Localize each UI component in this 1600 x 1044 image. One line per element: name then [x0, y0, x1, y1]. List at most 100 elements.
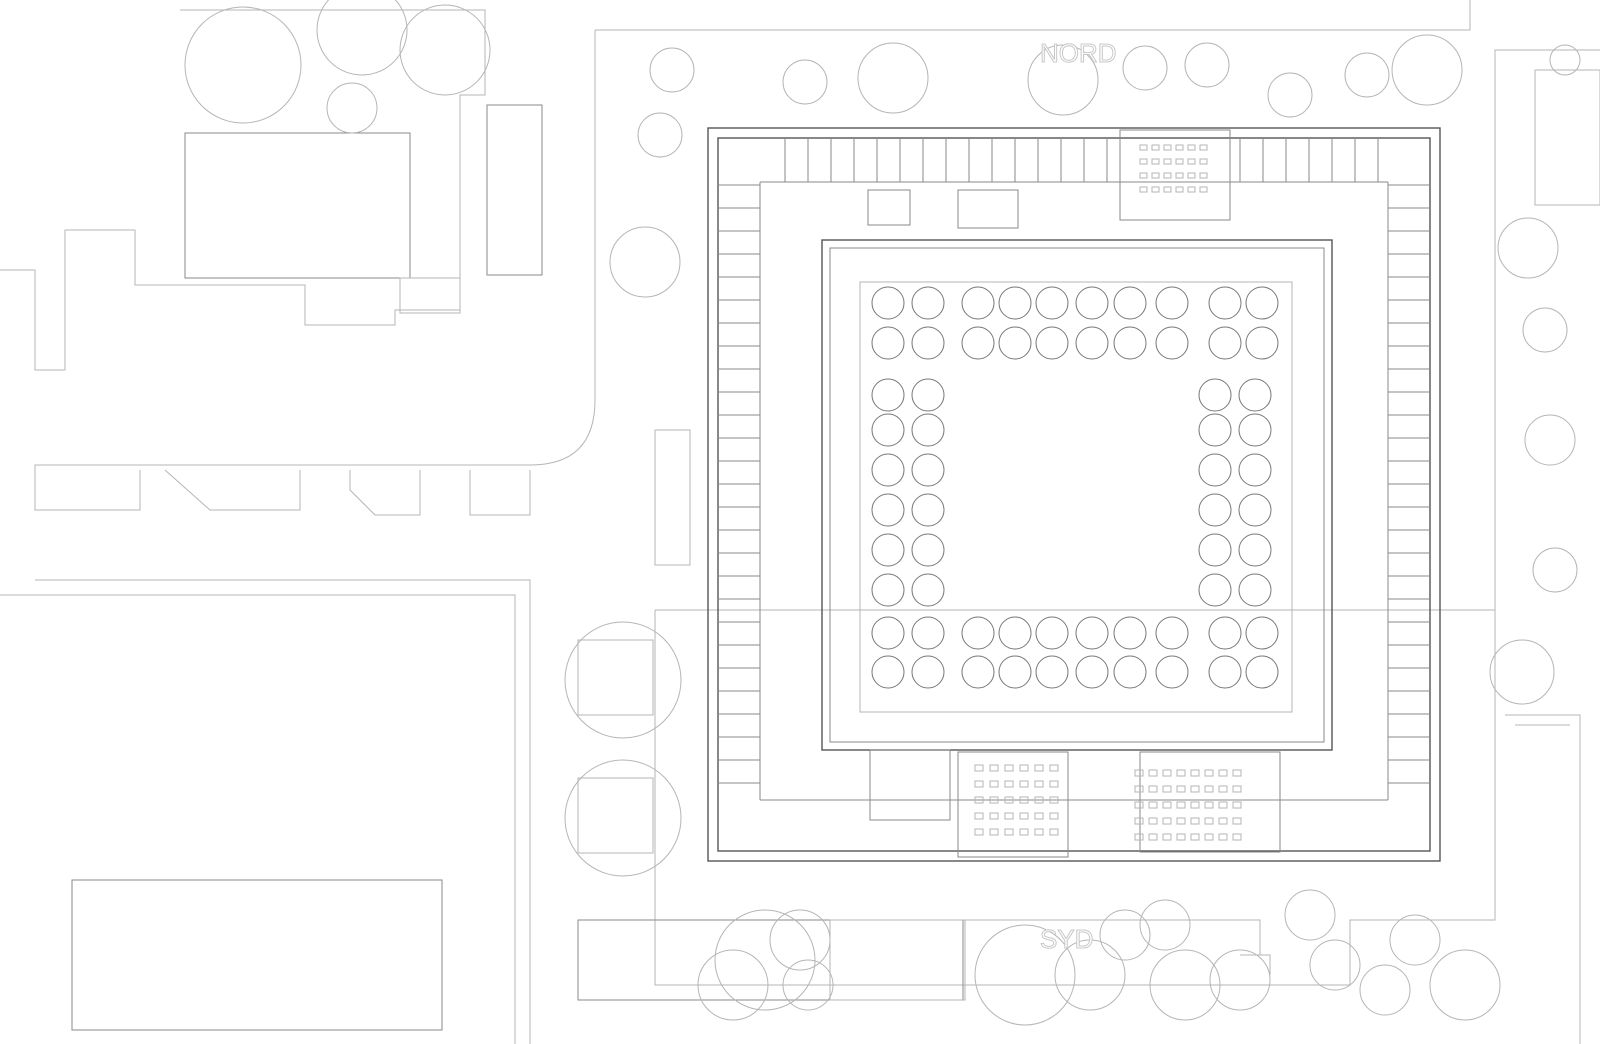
building-outline: [707, 127, 1441, 862]
site-tree-icon: [1429, 949, 1501, 1021]
courtyard-tree-icon: [961, 616, 995, 650]
courtyard-tree-icon: [1245, 326, 1279, 360]
desk-icon: [1019, 780, 1029, 788]
desk-icon: [1187, 172, 1196, 179]
desk-icon: [1134, 785, 1144, 793]
courtyard-tree-icon: [911, 326, 945, 360]
desk-icon: [1163, 172, 1172, 179]
site-tree-icon: [1309, 939, 1361, 991]
courtyard-tree-icon: [1075, 326, 1109, 360]
desk-icon: [1004, 764, 1014, 772]
courtyard-tree-icon: [1113, 655, 1147, 689]
desk-icon: [1204, 833, 1214, 841]
courtyard-tree-icon: [871, 378, 905, 412]
courtyard-tree-icon: [911, 573, 945, 607]
desk-icon: [1004, 796, 1014, 804]
north-label: NORD: [1040, 38, 1117, 68]
desk-icon: [1139, 158, 1148, 165]
site-tree-icon: [1184, 42, 1230, 88]
courtyard-tree-icon: [1075, 286, 1109, 320]
site-tree-icon: [1267, 72, 1313, 118]
desk-icon: [1204, 769, 1214, 777]
desk-icon: [1232, 801, 1242, 809]
site-tree-icon: [1054, 939, 1126, 1011]
courtyard-tree-icon: [998, 326, 1032, 360]
desk-icon: [1204, 801, 1214, 809]
office-rooms: [718, 138, 1430, 841]
desk-icon: [1190, 769, 1200, 777]
desk-icon: [1049, 828, 1059, 836]
site-tree-icon: [1284, 889, 1336, 941]
desk-icon: [1134, 801, 1144, 809]
desk-icon: [1232, 817, 1242, 825]
desk-icon: [1199, 172, 1208, 179]
site-tree-icon: [1359, 964, 1411, 1016]
desk-icon: [1049, 764, 1059, 772]
site-tree-icon: [316, 0, 408, 76]
desk-icon: [1162, 769, 1172, 777]
desk-icon: [1148, 817, 1158, 825]
desk-icon: [1218, 801, 1228, 809]
desk-icon: [1019, 796, 1029, 804]
desk-icon: [1151, 158, 1160, 165]
courtyard-tree-icon: [911, 616, 945, 650]
desk-icon: [1049, 796, 1059, 804]
site-tree-icon: [1139, 899, 1191, 951]
courtyard-tree-icon: [911, 493, 945, 527]
courtyard-tree-icon: [1208, 655, 1242, 689]
courtyard-tree-icon: [871, 493, 905, 527]
courtyard-tree-icon: [1238, 413, 1272, 447]
courtyard-tree-icon: [961, 655, 995, 689]
site-tree-icon: [649, 47, 695, 93]
courtyard-tree-icon: [1245, 616, 1279, 650]
courtyard-tree-icon: [1155, 286, 1189, 320]
desk-icon: [1218, 817, 1228, 825]
courtyard-tree-icon: [911, 378, 945, 412]
south-label: SYD: [1040, 924, 1093, 954]
courtyard-tree-icon: [871, 616, 905, 650]
desk-icon: [1034, 812, 1044, 820]
desk-icon: [1190, 833, 1200, 841]
desk-icon: [1199, 144, 1208, 151]
desk-icon: [1049, 812, 1059, 820]
desk-icon: [974, 812, 984, 820]
courtyard-tree-icon: [961, 286, 995, 320]
courtyard-tree-icon: [998, 655, 1032, 689]
courtyard-tree-icon: [1238, 453, 1272, 487]
desk-icon: [1004, 812, 1014, 820]
site-tree-icon: [1027, 44, 1099, 116]
desk-icon: [1204, 817, 1214, 825]
site-tree-icon: [714, 909, 816, 1011]
desk-icon: [974, 764, 984, 772]
desk-icon: [1134, 817, 1144, 825]
desk-icon: [1176, 817, 1186, 825]
site-tree-icon: [1489, 639, 1555, 705]
courtyard-tree-icon: [1208, 616, 1242, 650]
courtyard-tree-icon: [1075, 655, 1109, 689]
courtyard-tree-icon: [1155, 616, 1189, 650]
site-tree-icon: [1122, 45, 1168, 91]
desk-icon: [974, 796, 984, 804]
desk-icon: [1175, 186, 1184, 193]
desk-icon: [1049, 780, 1059, 788]
courtyard-tree-icon: [1198, 378, 1232, 412]
desk-icon: [1190, 785, 1200, 793]
site-tree-icon: [697, 949, 769, 1021]
courtyard-tree-icon: [871, 453, 905, 487]
desk-icon: [1162, 785, 1172, 793]
courtyard-tree-icon: [871, 533, 905, 567]
courtyard-tree-icon: [911, 413, 945, 447]
site-tree-icon: [1389, 914, 1441, 966]
courtyard-tree-icon: [1035, 326, 1069, 360]
courtyard-tree-icon: [1198, 493, 1232, 527]
desk-icon: [1148, 801, 1158, 809]
courtyard-tree-icon: [1238, 493, 1272, 527]
desk-icon: [1176, 769, 1186, 777]
courtyard-tree-icon: [1245, 655, 1279, 689]
desk-icon: [1139, 186, 1148, 193]
courtyard-tree-icon: [1113, 286, 1147, 320]
site-tree-icon: [1549, 44, 1581, 76]
desk-icon: [1232, 833, 1242, 841]
